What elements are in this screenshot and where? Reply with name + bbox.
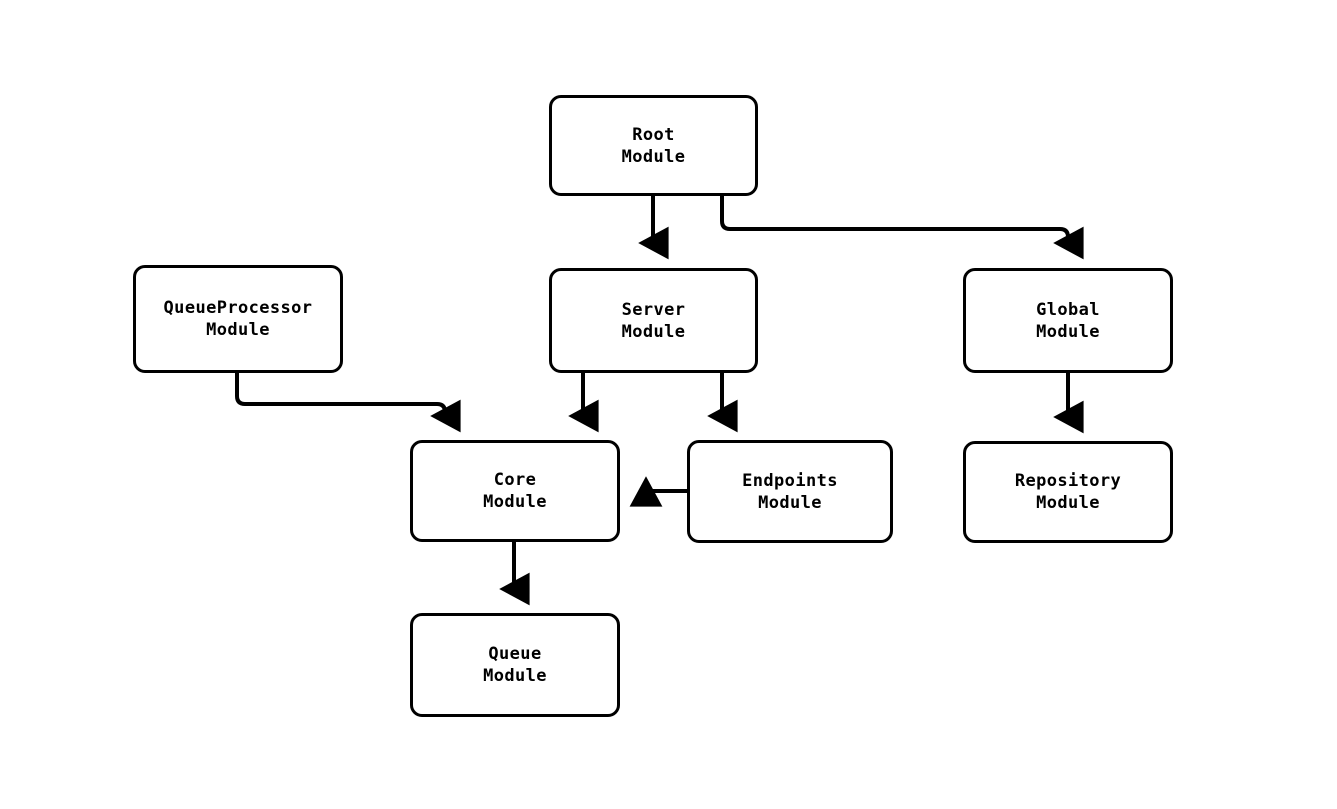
node-core-module[interactable]: Core Module [410,440,620,542]
node-server-module-line2: Module [621,321,686,342]
node-queue-module-line2: Module [483,666,547,686]
node-global-module-line2: Module [1036,321,1100,342]
node-core-module-line1: Core [493,470,537,490]
node-repository-module[interactable]: Repository Module [963,441,1173,543]
node-repository-module-line1: Repository [1014,471,1122,491]
node-queueprocessor-module-line1: QueueProcessor [163,298,313,318]
node-root-module[interactable]: Root Module [549,95,758,196]
node-queue-module[interactable]: Queue Module [410,613,620,717]
edge-queueprocessor-to-core [235,373,461,433]
node-queue-module-line1: Queue [488,644,542,664]
node-root-module-line2: Module [621,146,686,167]
node-endpoints-module-line2: Module [758,492,822,513]
node-endpoints-module[interactable]: Endpoints Module [687,440,893,543]
node-global-module-line1: Global [1036,299,1100,320]
node-endpoints-module-line1: Endpoints [742,470,838,491]
node-queueprocessor-module-line2: Module [206,320,270,340]
node-core-module-line2: Module [483,492,547,512]
edge-root-to-global [720,196,1084,260]
node-server-module-line1: Server [621,299,686,320]
node-root-module-line1: Root [632,124,675,145]
node-queueprocessor-module[interactable]: QueueProcessor Module [133,265,343,373]
node-server-module[interactable]: Server Module [549,268,758,373]
node-repository-module-line2: Module [1036,493,1100,513]
node-global-module[interactable]: Global Module [963,268,1173,373]
